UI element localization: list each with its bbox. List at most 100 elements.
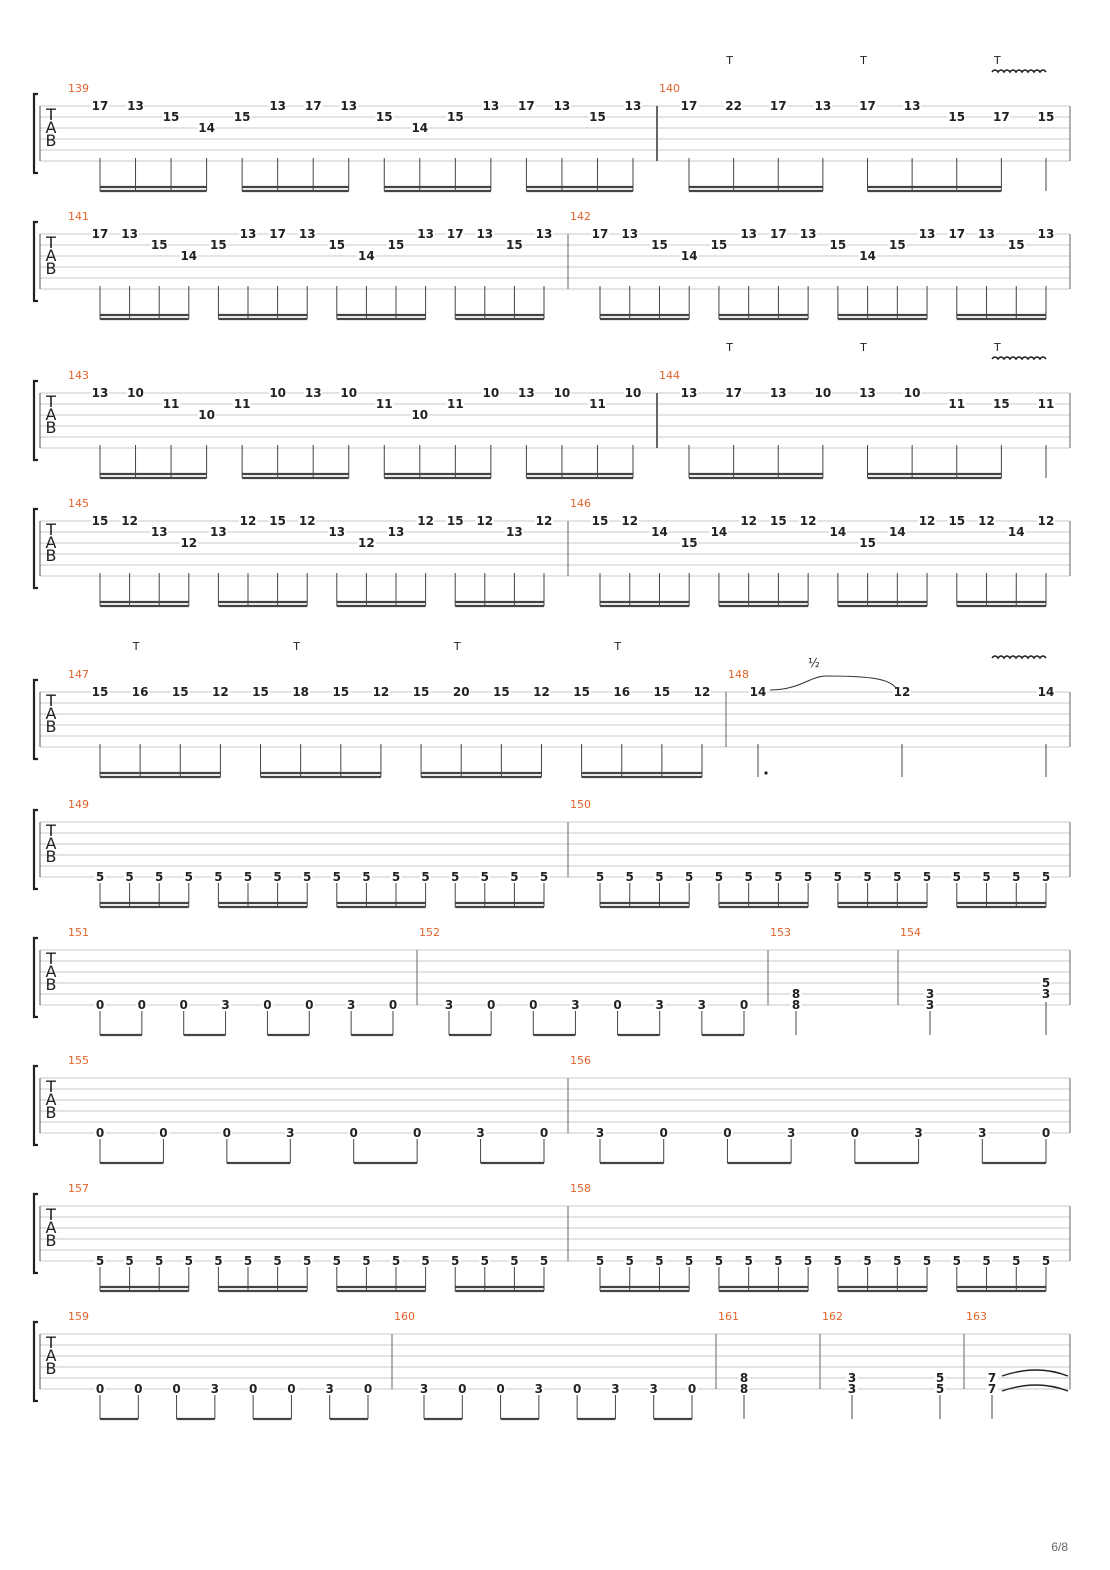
fret-bg — [360, 1255, 372, 1267]
fret-number: 5 — [1012, 870, 1020, 884]
fret-bg — [650, 526, 669, 538]
fret-number: 5 — [333, 1254, 341, 1268]
fret-number: 5 — [1042, 976, 1050, 990]
fret-bg — [94, 1127, 106, 1139]
fret-bg — [211, 686, 230, 698]
fret-number: 5 — [923, 1254, 931, 1268]
fret-number: 5 — [953, 1254, 961, 1268]
fret-number: 5 — [392, 870, 400, 884]
fret-bg — [387, 999, 399, 1011]
fret-bg — [738, 1383, 750, 1395]
fret-bg — [769, 228, 788, 240]
fret-number: 5 — [125, 1254, 133, 1268]
fret-bg — [624, 387, 642, 399]
fret-number: 13 — [476, 227, 493, 241]
fret-bg — [485, 999, 497, 1011]
fret-number: 5 — [362, 1254, 370, 1268]
fret-number: 3 — [848, 1371, 856, 1385]
fret-number: 16 — [613, 685, 630, 699]
fret-number: 5 — [333, 870, 341, 884]
fret-number: 18 — [292, 685, 309, 699]
fret-number: 14 — [651, 525, 668, 539]
fret-bg — [126, 100, 145, 112]
fret-bg — [1037, 228, 1055, 240]
fret-number: 5 — [451, 870, 459, 884]
fret-bg — [693, 686, 711, 698]
fret-bg — [416, 515, 435, 527]
fret-bg — [654, 999, 666, 1011]
fret-bg — [849, 1127, 861, 1139]
fret-number: 0 — [529, 998, 537, 1012]
fret-bg — [268, 515, 287, 527]
fret-bg — [981, 871, 993, 883]
fret-number: 17 — [92, 227, 109, 241]
fret-number: 0 — [305, 998, 313, 1012]
fret-number: 5 — [863, 870, 871, 884]
fret-bg — [934, 1383, 946, 1395]
fret-bg — [348, 1127, 360, 1139]
measure-number: 163 — [966, 1310, 987, 1323]
fret-bg — [986, 1383, 998, 1395]
measure-number: 146 — [570, 497, 591, 510]
fret-number: 15 — [92, 685, 109, 699]
fret-number: 15 — [506, 238, 523, 252]
tab-clef-letter: A — [46, 962, 57, 981]
fret-bg — [301, 1255, 313, 1267]
fret-bg — [832, 1255, 844, 1267]
dot-mark — [764, 771, 768, 775]
fret-bg — [410, 122, 429, 134]
fret-number: 15 — [388, 238, 405, 252]
fret-number: 0 — [263, 998, 271, 1012]
measure-number: 149 — [68, 798, 89, 811]
fret-number: 5 — [715, 870, 723, 884]
fret-number: 5 — [155, 1254, 163, 1268]
fret-bg — [535, 228, 553, 240]
fret-number: 11 — [234, 397, 251, 411]
fret-bg — [588, 111, 607, 123]
fret-bg — [298, 515, 317, 527]
tab-clef-letter: A — [46, 118, 57, 137]
fret-number: 13 — [417, 227, 434, 241]
fret-bg — [505, 239, 524, 251]
fret-bg — [94, 999, 106, 1011]
fret-number: 3 — [787, 1126, 795, 1140]
fret-number: 5 — [540, 870, 548, 884]
measure-number: 158 — [570, 1182, 591, 1195]
fret-bg — [479, 871, 491, 883]
measure-number: 144 — [659, 369, 680, 382]
fret-number: 5 — [774, 1254, 782, 1268]
tab-clef-letter: T — [45, 1077, 56, 1096]
fret-number: 12 — [621, 514, 638, 528]
fret-bg — [609, 1383, 621, 1395]
fret-bg — [446, 111, 465, 123]
fret-bg — [888, 239, 907, 251]
fret-bg — [1040, 977, 1052, 989]
fret-bg — [131, 686, 150, 698]
fret-number: 5 — [96, 1254, 104, 1268]
system-bracket — [32, 678, 38, 761]
fret-number: 14 — [1008, 525, 1025, 539]
fret-number: 8 — [792, 987, 800, 1001]
fret-bg — [247, 1383, 259, 1395]
fret-bg — [749, 686, 767, 698]
fret-number: 5 — [185, 870, 193, 884]
fret-number: 12 — [533, 685, 550, 699]
measure-number: 147 — [68, 668, 89, 681]
fret-bg — [790, 999, 802, 1011]
fret-number: 13 — [328, 525, 345, 539]
fret-bg — [375, 111, 394, 123]
fret-bg — [724, 387, 743, 399]
fret-bg — [94, 1255, 106, 1267]
fret-bg — [683, 1255, 695, 1267]
fret-bg — [947, 111, 966, 123]
fret-bg — [179, 250, 198, 262]
fret-number: 14 — [198, 121, 215, 135]
fret-number: 13 — [1038, 227, 1055, 241]
fret-number: 5 — [155, 870, 163, 884]
tap-mark: T — [132, 640, 140, 653]
fret-number: 5 — [596, 870, 604, 884]
fret-number: 0 — [496, 1382, 504, 1396]
